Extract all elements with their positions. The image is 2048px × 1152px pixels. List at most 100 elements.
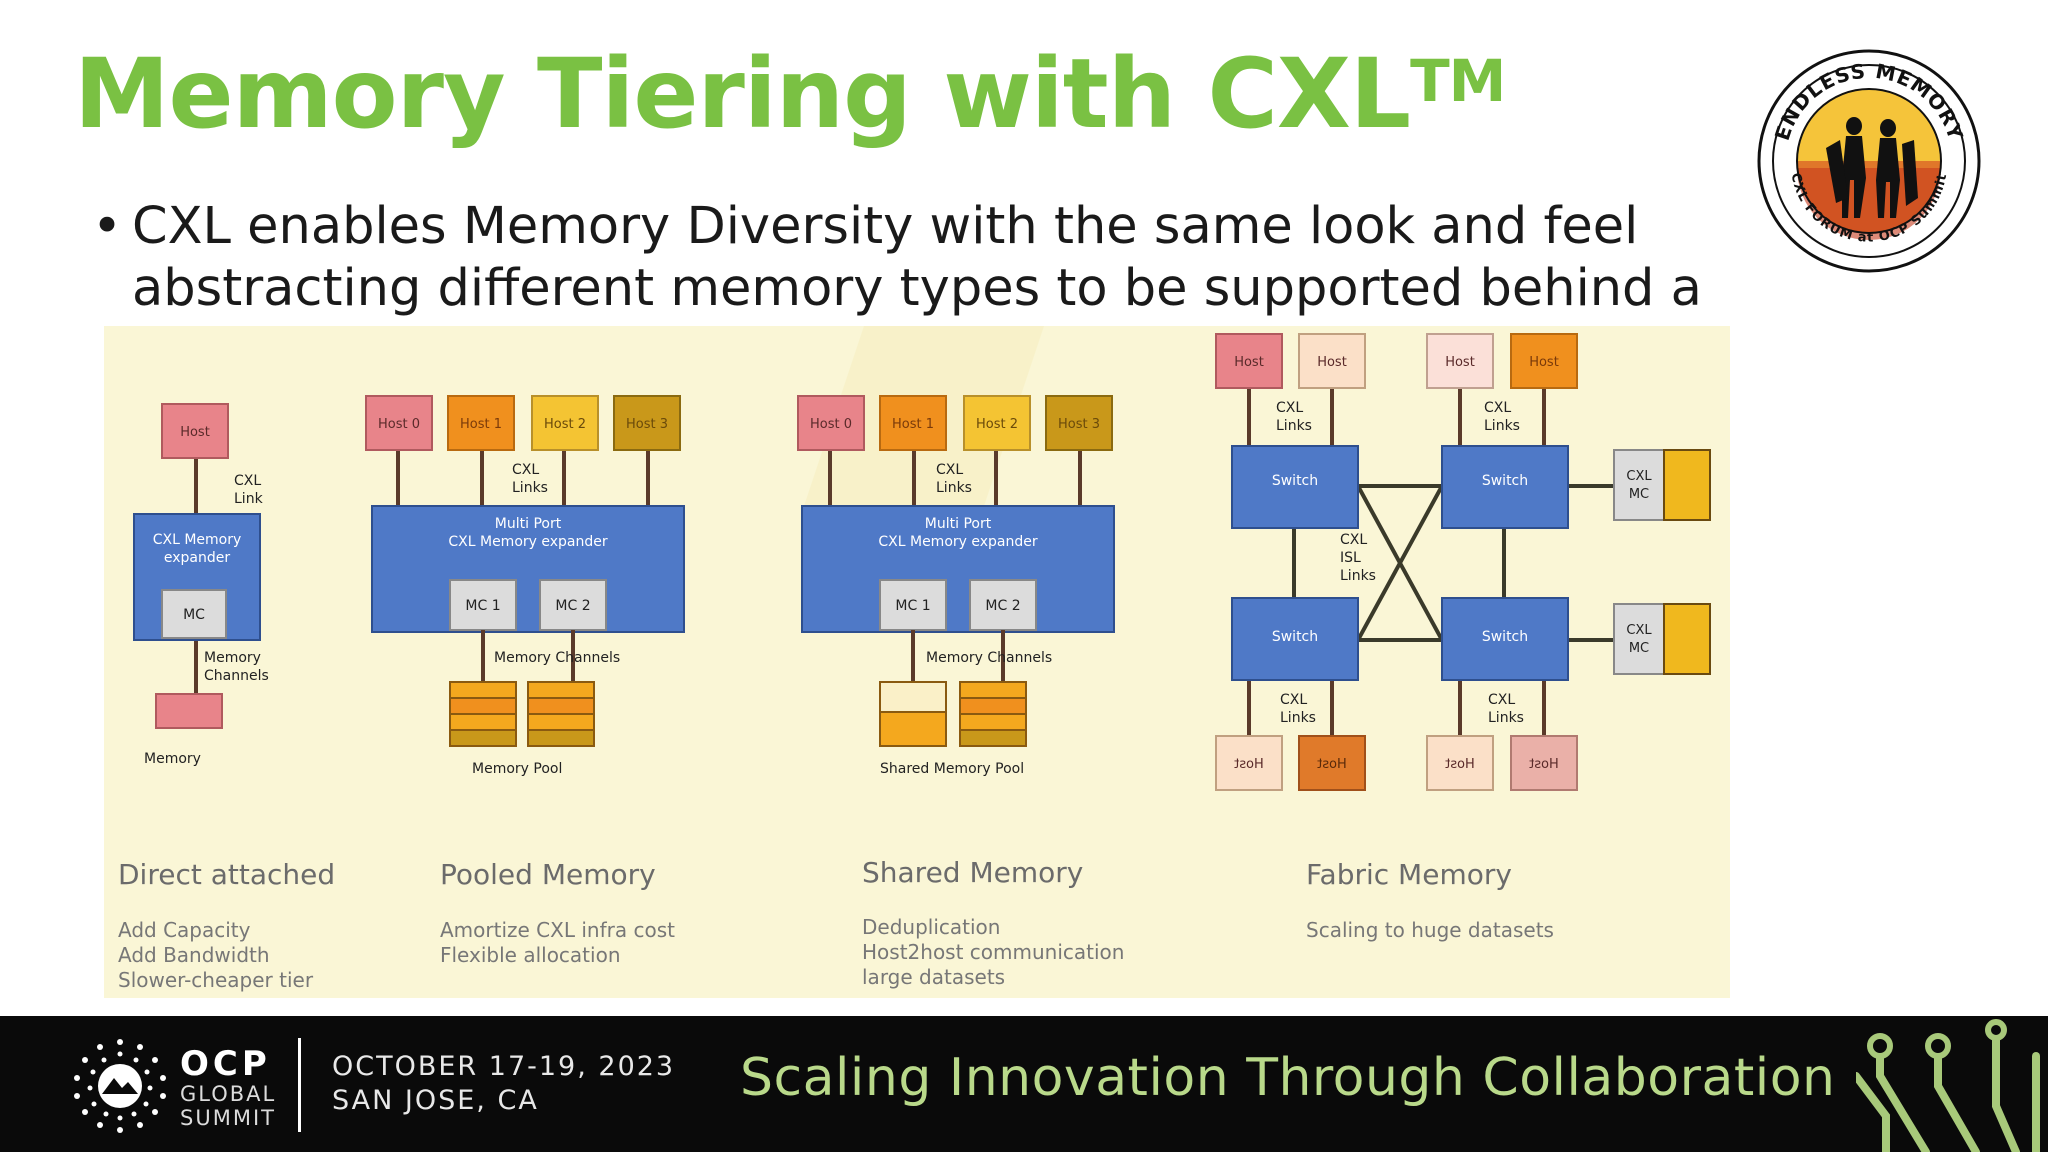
shared-bullet: large datasets — [862, 965, 1006, 989]
host-0-box — [365, 395, 433, 451]
host-top-1-label: Host — [1234, 355, 1264, 370]
host-top-1-box — [1215, 333, 1283, 389]
event-location: SAN JOSE, CA — [332, 1085, 539, 1116]
host-bottom-1-box — [1215, 735, 1283, 791]
host-bottom-2-box — [1298, 735, 1366, 791]
cxl-mc-bottom-label-2: MC — [1629, 641, 1649, 656]
mc-1-label: MC 1 — [465, 598, 500, 614]
direct-attached-bullets: Add Capacity Add Bandwidth Slower-cheape… — [118, 918, 313, 993]
links-top-right-2: Links — [1484, 418, 1520, 434]
multi-port-expander-box — [801, 505, 1115, 633]
switch-bottom-right-label: Switch — [1482, 629, 1528, 645]
isl-label-3: Links — [1340, 568, 1376, 584]
switch-bottom-left — [1231, 597, 1359, 681]
shared-pool-block-1 — [879, 681, 947, 747]
host-top-4-label: Host — [1529, 355, 1559, 370]
cxl-mc-top-box — [1613, 449, 1665, 521]
channels-label: Memory Channels — [494, 650, 620, 666]
fabric-memory-diagram: Host Host Host Host CXL Links CXL Links … — [1215, 333, 1711, 791]
host-2-label: Host 2 — [544, 417, 586, 432]
host-1-box — [879, 395, 947, 451]
direct-bullet: Slower-cheaper tier — [118, 968, 314, 992]
host-0-label: Host 0 — [810, 417, 852, 432]
summit-text: SUMMIT — [180, 1106, 276, 1130]
channels-label-1: Memory — [204, 650, 261, 666]
mc-2-label: MC 2 — [985, 598, 1020, 614]
pooled-bullet: Amortize CXL infra cost — [440, 918, 675, 942]
fabric-bullet: Scaling to huge datasets — [1306, 918, 1554, 942]
host-bottom-3-label: Host — [1445, 757, 1475, 772]
cxl-mc-bottom-label-1: CXL — [1626, 623, 1652, 638]
pooled-bullet: Flexible allocation — [440, 943, 621, 967]
cxl-mc-top-label-2: MC — [1629, 487, 1649, 502]
memory-pool-stack-1 — [449, 681, 517, 747]
direct-attached-diagram: Host CXL Link CXL Memory expander MC Mem… — [133, 403, 269, 767]
host-bottom-4-label: Host — [1529, 757, 1559, 772]
cxl-mc-bottom-memory — [1663, 603, 1711, 675]
host-2-box — [531, 395, 599, 451]
mc-1-label: MC 1 — [895, 598, 930, 614]
ocp-wordmark: OCP GLOBAL SUMMIT — [180, 1046, 276, 1130]
host-bottom-2-label: Host — [1317, 757, 1347, 772]
host-0-box — [797, 395, 865, 451]
host-top-3-label: Host — [1445, 355, 1475, 370]
fabric-memory-heading: Fabric Memory — [1306, 858, 1512, 891]
direct-bullet: Add Capacity — [118, 918, 251, 942]
expander-label-2: expander — [164, 550, 230, 566]
links-bottom-left-1: CXL — [1280, 692, 1307, 708]
host-top-2-label: Host — [1317, 355, 1347, 370]
cxl-mc-top-memory — [1663, 449, 1711, 521]
host-top-2-box — [1298, 333, 1366, 389]
host-top-4-box — [1510, 333, 1578, 389]
shared-bullet: Deduplication — [862, 915, 1001, 939]
shared-memory-bullets: Deduplication Host2host communication la… — [862, 915, 1124, 990]
host-box — [161, 403, 229, 459]
channels-label: Memory Channels — [926, 650, 1052, 666]
ocp-globe-icon — [74, 1039, 166, 1133]
host-1-label: Host 1 — [892, 417, 934, 432]
host-1-box — [447, 395, 515, 451]
mc-1-box — [449, 579, 517, 631]
fabric-memory-bullets: Scaling to huge datasets — [1306, 918, 1554, 943]
links-top-right-1: CXL — [1484, 400, 1511, 416]
host-bottom-1-label: Host — [1234, 757, 1264, 772]
cxl-mc-bottom-box — [1613, 603, 1665, 675]
mc-2-box — [969, 579, 1037, 631]
footer-tagline: Scaling Innovation Through Collaboration — [740, 1048, 1836, 1108]
links-top-left-1: CXL — [1276, 400, 1303, 416]
memory-pool-stack-2 — [527, 681, 595, 747]
direct-bullet: Add Bandwidth — [118, 943, 270, 967]
switch-top-left — [1231, 445, 1359, 529]
mc-box — [161, 589, 227, 639]
host-label: Host — [180, 425, 210, 440]
link-label-1: CXL — [234, 473, 261, 489]
shared-pool-block-2 — [959, 681, 1027, 747]
host-2-label: Host 2 — [976, 417, 1018, 432]
pooled-memory-bullets: Amortize CXL infra cost Flexible allocat… — [440, 918, 675, 968]
footer-divider — [298, 1038, 301, 1132]
bullet-dot: • — [92, 197, 123, 256]
switch-top-left-label: Switch — [1272, 473, 1318, 489]
expander-label-2: CXL Memory expander — [448, 534, 607, 550]
links-bottom-left-2: Links — [1280, 710, 1316, 726]
host-1-label: Host 1 — [460, 417, 502, 432]
host-bottom-4-box — [1510, 735, 1578, 791]
links-label-1: CXL — [936, 462, 963, 478]
event-info: OCTOBER 17-19, 2023 SAN JOSE, CA — [332, 1050, 675, 1118]
shared-memory-heading: Shared Memory — [862, 856, 1084, 889]
links-label-1: CXL — [512, 462, 539, 478]
isl-label-1: CXL — [1340, 532, 1367, 548]
memory-box — [155, 693, 223, 729]
footer-bar: OCP GLOBAL SUMMIT OCTOBER 17-19, 2023 SA… — [0, 1016, 2048, 1152]
links-label-2: Links — [512, 480, 548, 496]
memory-tiering-diagram: Host CXL Link CXL Memory expander MC Mem… — [104, 326, 1730, 998]
mc-label: MC — [183, 607, 205, 623]
direct-attached-heading: Direct attached — [118, 858, 336, 891]
links-bottom-right-2: Links — [1488, 710, 1524, 726]
host-3-box — [1045, 395, 1113, 451]
circuit-decoration — [1856, 1019, 2040, 1152]
host-2-box — [963, 395, 1031, 451]
title-text: Memory Tiering with CXL — [74, 38, 1411, 150]
memory-label: Memory — [144, 751, 201, 767]
links-bottom-right-1: CXL — [1488, 692, 1515, 708]
